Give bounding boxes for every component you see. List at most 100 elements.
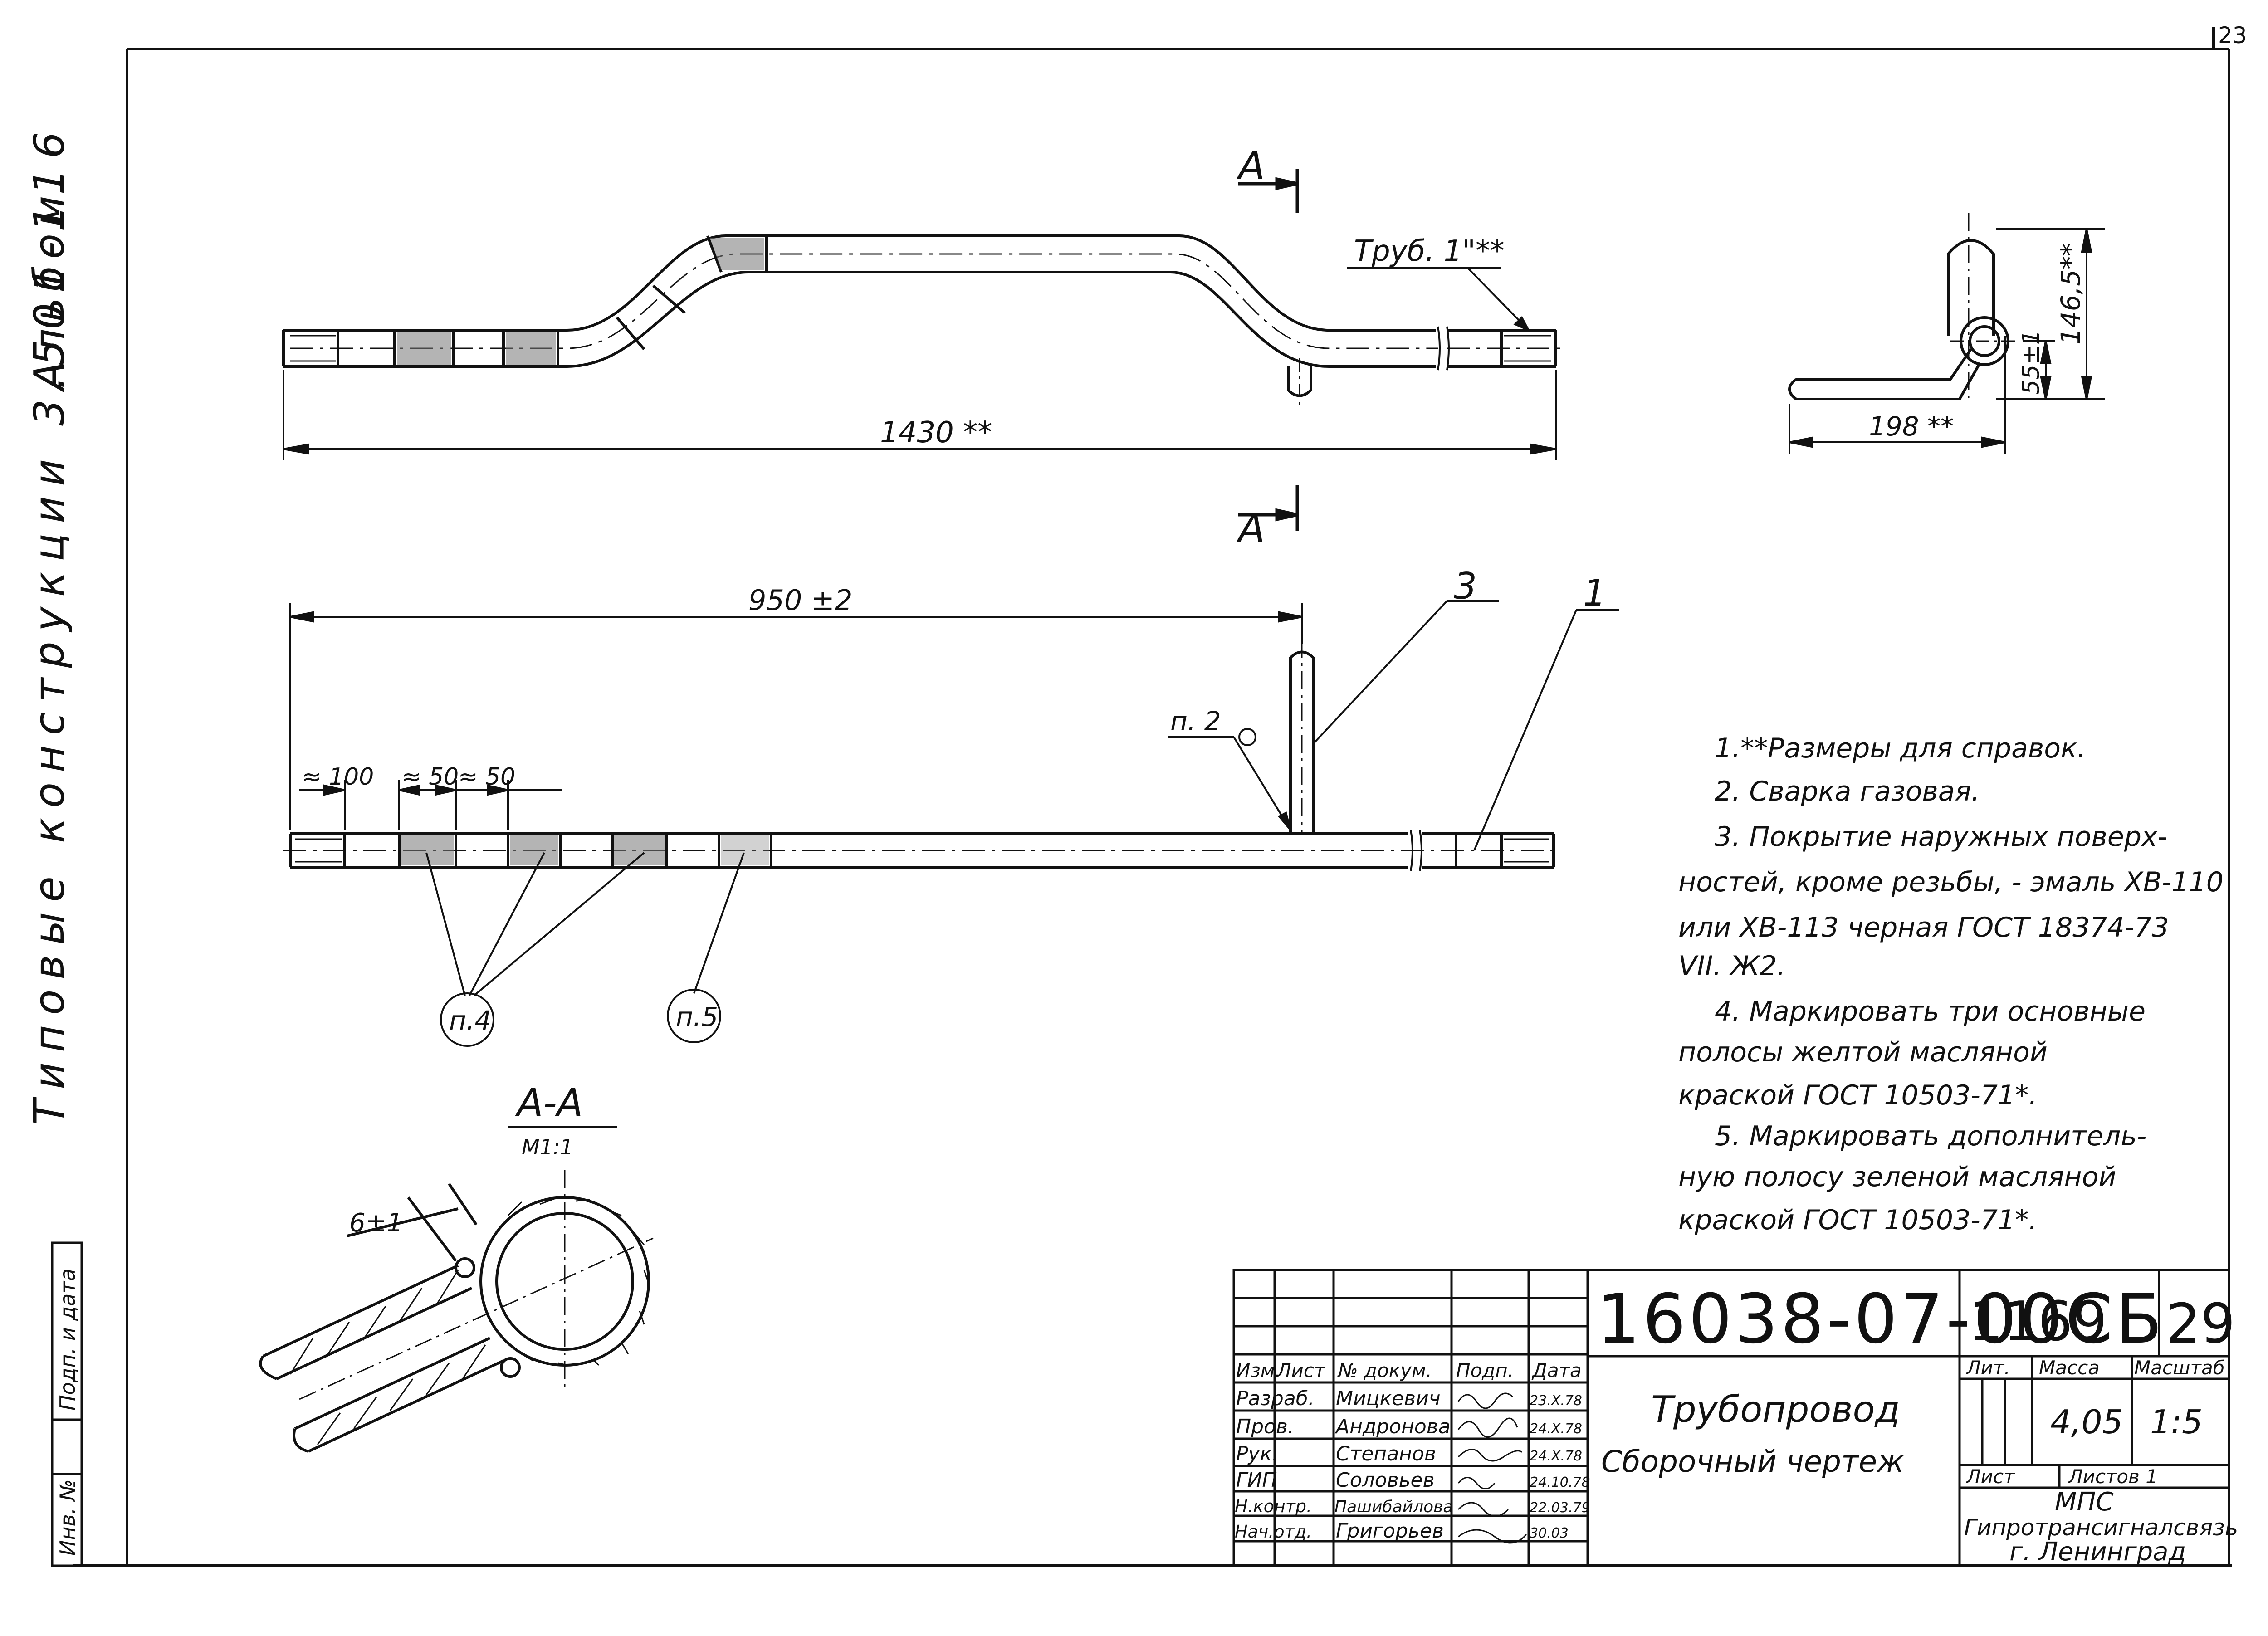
header-doc-no: № докум. xyxy=(1337,1359,1432,1382)
staff-role: Н.контр. xyxy=(1235,1496,1312,1516)
staff-date: 24.X.78 xyxy=(1530,1448,1582,1464)
section-branch-bottom xyxy=(308,1359,504,1453)
side-width: 198 ** xyxy=(1869,411,1954,442)
vertical-riser xyxy=(1947,239,1995,336)
notes: 1.**Размеры для справок. 2. Сварка газов… xyxy=(1678,733,2224,1236)
note-line: 3. Покрытие наружных поверх- xyxy=(1715,821,2167,853)
plan-dimensions xyxy=(289,600,1619,1047)
main-view-markings xyxy=(397,238,764,365)
main-view xyxy=(282,234,1560,408)
header-lit: Лит. xyxy=(1965,1357,2010,1379)
plan-seg3: ≈ 50 xyxy=(458,763,515,791)
plan-view xyxy=(284,640,1560,871)
pipe-outline-top xyxy=(284,234,1436,332)
staff-date: 24.10.78 xyxy=(1530,1475,1590,1490)
header-list: Лист xyxy=(1276,1359,1326,1382)
staff-role: Рук. xyxy=(1236,1442,1278,1465)
staff-role: ГИП xyxy=(1236,1469,1277,1492)
section-view xyxy=(259,1170,654,1453)
section-mark-bottom: А xyxy=(1236,506,1265,552)
main-dimensions xyxy=(283,267,1557,460)
staff-name: Пашибайлова xyxy=(1334,1498,1453,1516)
org-ministry: МПС xyxy=(2055,1487,2114,1517)
left-stamp xyxy=(51,1241,83,1567)
callout-p4: п.4 xyxy=(449,1005,491,1036)
signatures xyxy=(1457,1392,1527,1544)
stamp-sign-date: Подп. и дата xyxy=(55,1269,80,1411)
plan-seg2: ≈ 50 xyxy=(401,763,459,791)
section-branch-top xyxy=(262,1264,459,1358)
staff-rows: Разраб. Мицкевич 23.X.78 Пров. Андронова… xyxy=(1235,1387,1590,1543)
org-city: г. Ленинград xyxy=(2009,1537,2186,1567)
title-block-grid xyxy=(1232,1269,2230,1567)
weld-size: 6±1 xyxy=(349,1208,403,1238)
plan-length: 950 ±2 xyxy=(748,584,852,617)
product-name: Трубопровод xyxy=(1651,1388,1900,1431)
note-line: 1.**Размеры для справок. xyxy=(1715,733,2086,764)
note-line: 4. Маркировать три основные xyxy=(1715,996,2146,1027)
callout-p2: п. 2 xyxy=(1170,706,1221,737)
main-total-length: 1430 ** xyxy=(880,416,992,449)
header-scale: Масштаб xyxy=(2134,1357,2225,1379)
header-sheet: Лист xyxy=(1965,1465,2015,1488)
staff-role: Нач.отд. xyxy=(1235,1522,1312,1542)
side-height: 146,5** xyxy=(2055,243,2086,345)
side-view xyxy=(1788,213,2019,400)
side-offset: 55±1 xyxy=(2018,330,2045,395)
note-line: ностей, кроме резьбы, - эмаль ХВ-110 xyxy=(1678,866,2224,898)
staff-date: 24.X.78 xyxy=(1530,1421,1582,1437)
title-block-headers: Изм. Лист № докум. Подп. Дата Лит. Масса… xyxy=(1236,1357,2225,1488)
note-line: VII. Ж2. xyxy=(1678,950,1785,982)
note-line: ную полосу зеленой масляной xyxy=(1678,1161,2116,1193)
section-title: А-А xyxy=(515,1080,583,1125)
staff-name: Степанов xyxy=(1336,1442,1436,1465)
header-date: Дата xyxy=(1531,1359,1582,1382)
pipe-axis xyxy=(290,253,1438,349)
staff-role: Разраб. xyxy=(1236,1387,1315,1410)
staff-role: Пров. xyxy=(1236,1415,1294,1438)
mass-value: 4,05 xyxy=(2050,1403,2123,1441)
album-label: Альбом xyxy=(25,190,73,392)
scale-value: 1:5 xyxy=(2150,1403,2203,1441)
plan-seg1: ≈ 100 xyxy=(302,763,374,791)
sheet-number: 29 xyxy=(2166,1293,2235,1356)
staff-name: Соловьев xyxy=(1336,1469,1435,1492)
page-number: 23 xyxy=(2218,22,2247,49)
header-sheets: Листов 1 xyxy=(2068,1465,2158,1488)
callout-p4-circle xyxy=(440,992,494,1047)
section-markers xyxy=(1238,169,1299,531)
note-line: или ХВ-113 черная ГОСТ 18374-73 xyxy=(1678,912,2169,943)
note-line: краской ГОСТ 10503-71*. xyxy=(1678,1079,2037,1111)
position-1: 1 xyxy=(1583,572,1606,614)
staff-date: 22.03.79 xyxy=(1530,1500,1590,1516)
series-title: Типовые конструкции 3.501-116 xyxy=(25,122,73,1125)
callout-p5-circle xyxy=(667,989,721,1043)
header-sign: Подп. xyxy=(1456,1359,1514,1382)
staff-name: Григорьев xyxy=(1336,1519,1444,1543)
note-line: 5. Маркировать дополнитель- xyxy=(1715,1120,2146,1152)
section-scale: М1:1 xyxy=(522,1135,573,1159)
pipe-size-callout: Труб. 1"** xyxy=(1354,234,1505,268)
org-institute: Гипротрансигналсвязь xyxy=(1964,1514,2238,1541)
pipe-outline-bottom xyxy=(284,271,1436,368)
section-hatching xyxy=(289,1197,650,1445)
plan-view-markings xyxy=(401,835,769,865)
note-line: полосы желтой масляной xyxy=(1678,1036,2048,1068)
header-izm: Изм. xyxy=(1236,1359,1281,1382)
designation: 16038-07-00СБ xyxy=(1597,1280,2165,1359)
document-type: Сборочный чертеж xyxy=(1601,1444,1904,1479)
position-3: 3 xyxy=(1454,565,1477,607)
side-dimensions xyxy=(1789,228,2105,454)
section-mark-top: А xyxy=(1236,143,1265,189)
header-mass: Масса xyxy=(2039,1357,2100,1379)
staff-date: 30.03 xyxy=(1530,1525,1569,1541)
staff-name: Андронова xyxy=(1334,1415,1451,1438)
callout-p2-bubble xyxy=(1238,728,1256,746)
callout-p5: п.5 xyxy=(676,1001,718,1032)
note-line: краской ГОСТ 10503-71*. xyxy=(1678,1204,2037,1236)
doc-code: 1169 xyxy=(1969,1290,2107,1353)
staff-name: Мицкевич xyxy=(1336,1387,1441,1410)
staff-date: 23.X.78 xyxy=(1530,1393,1582,1409)
